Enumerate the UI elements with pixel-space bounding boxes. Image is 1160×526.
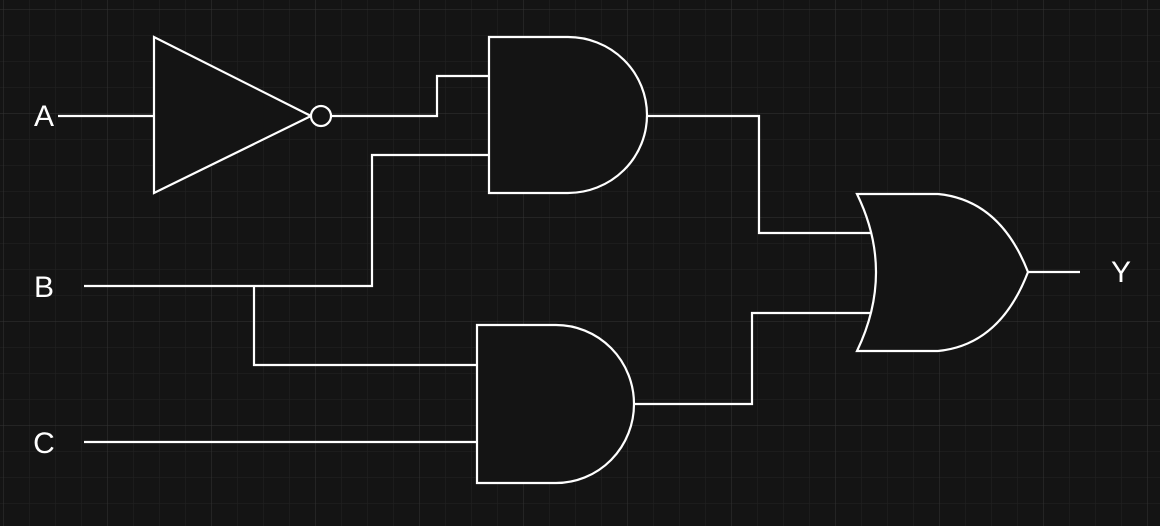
input-label-a: A (33, 100, 55, 133)
or-gate (855, 192, 1030, 353)
wire-and2-to-or (634, 311, 872, 406)
wire-b (84, 153, 489, 288)
input-label-b: B (33, 271, 55, 304)
wire-not-to-and1 (331, 74, 489, 118)
output-label-y: Y (1110, 256, 1132, 289)
wire-and1-to-or (647, 114, 872, 235)
and-gate-1 (487, 35, 649, 195)
and-gate-2 (475, 323, 636, 485)
input-label-c: C (33, 427, 55, 460)
not-gate (152, 35, 314, 195)
not-bubble (309, 104, 333, 128)
wire-b-branch (252, 286, 477, 367)
